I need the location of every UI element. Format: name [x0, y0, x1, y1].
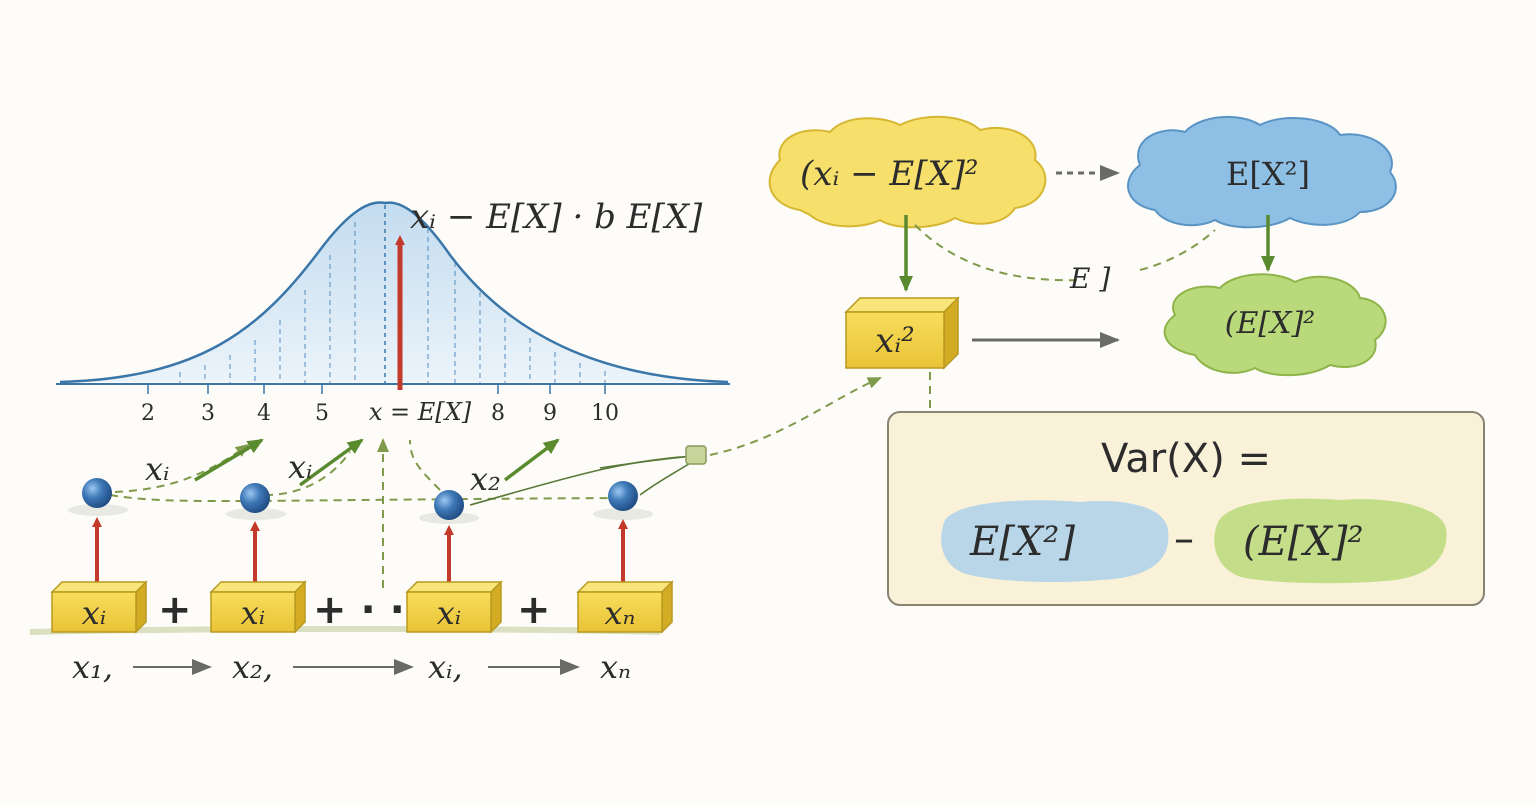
box-label: xᵢ	[82, 594, 106, 632]
box-label: xᵢ	[241, 594, 265, 632]
tick-label: 9	[543, 401, 557, 426]
sample-box	[405, 580, 503, 634]
sample-red-arrows	[92, 517, 628, 585]
sequence-item: x₂,	[232, 648, 273, 686]
ball-shadow	[68, 504, 128, 516]
panel-term-right: (E[X]²	[1243, 519, 1364, 565]
axis-ticks	[147, 384, 606, 394]
sequence-item: xᵢ,	[428, 648, 463, 686]
top-formula: xᵢ − E[X] · b E[X]	[410, 197, 703, 237]
panel-title: Var(X) =	[1101, 436, 1271, 482]
sample-ball	[82, 478, 112, 508]
plus-signs: + + · · +	[158, 587, 551, 633]
sample-ball	[434, 490, 464, 520]
tick-label: 2	[141, 401, 155, 426]
plus-sign: + · ·	[313, 587, 405, 633]
dashed-curve-right	[1139, 229, 1216, 271]
sample-box	[576, 580, 674, 634]
yellow-cloud-label: (xᵢ − E[X]²	[800, 154, 979, 194]
bell-curve-group	[56, 201, 730, 394]
sequence-item: xₙ	[600, 648, 631, 686]
tick-label: 5	[315, 401, 329, 426]
box-label: xₙ	[604, 594, 635, 632]
point-labels: xᵢ xᵢ x₂	[145, 448, 501, 498]
tick-label: 3	[201, 401, 215, 426]
point-label: x₂	[470, 460, 501, 498]
blue-cloud: E[X²]	[1127, 115, 1397, 229]
square-box: xᵢ²	[844, 296, 960, 370]
green-up-arrows	[194, 438, 560, 487]
panel-minus: –	[1174, 516, 1194, 562]
green-cloud: (E[X]²	[1163, 273, 1387, 377]
junction-node	[685, 445, 707, 465]
square-box-label: xᵢ²	[875, 321, 915, 361]
sample-box	[50, 580, 148, 634]
sequence-item: x₁,	[72, 648, 113, 686]
tick-label: 4	[257, 401, 271, 426]
sample-box-labels: xᵢ xᵢ xᵢ xₙ	[82, 594, 636, 632]
variance-panel: Var(X) = E[X²] – (E[X]²	[887, 411, 1485, 606]
tick-label: 10	[591, 401, 619, 426]
panel-term-left: E[X²]	[969, 519, 1075, 565]
plus-sign: +	[517, 587, 551, 633]
sample-box	[209, 580, 307, 634]
curve-hatch-lines	[179, 222, 606, 384]
point-label: xᵢ	[288, 448, 312, 486]
axis-tick-labels: 2 3 4 5 8 9 10	[141, 401, 619, 426]
box-label: xᵢ	[437, 594, 461, 632]
blue-cloud-label: E[X²]	[1226, 155, 1310, 193]
point-label: xᵢ	[145, 450, 169, 488]
plus-sign: +	[158, 587, 192, 633]
dashed-curve-left	[914, 224, 1081, 282]
sample-ball	[608, 481, 638, 511]
center-label: x = E[X]	[369, 398, 472, 426]
yellow-cloud: (xᵢ − E[X]²	[768, 115, 1047, 229]
ball-shadow	[226, 508, 286, 520]
green-cloud-label: (E[X]²	[1225, 306, 1315, 341]
sample-ball	[240, 483, 270, 513]
ball-shadow	[593, 508, 653, 520]
bell-curve-fill	[60, 202, 728, 382]
solid-thin-lines	[469, 455, 696, 506]
blue-blob	[941, 500, 1169, 583]
sequence-row: x₁, x₂, xᵢ, xₙ	[72, 648, 631, 686]
tick-label: 8	[491, 401, 505, 426]
bell-curve-outline	[59, 201, 729, 384]
dashed-curve-label: E ]	[1069, 262, 1110, 295]
green-blob	[1214, 498, 1447, 584]
